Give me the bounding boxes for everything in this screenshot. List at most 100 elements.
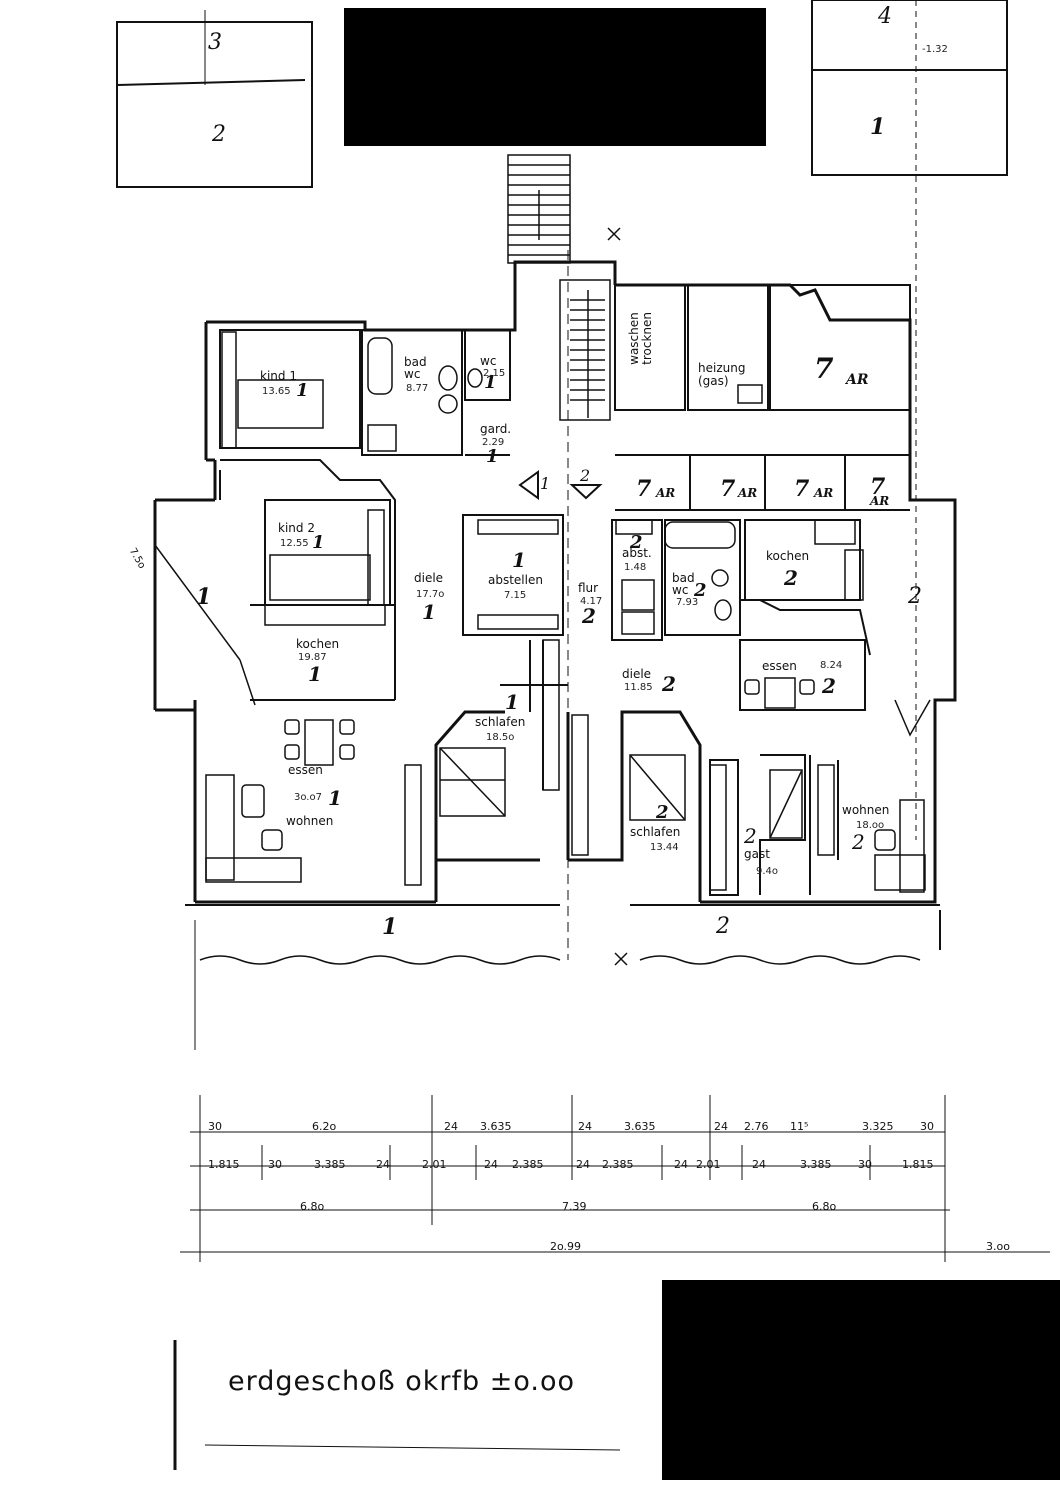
terrace (185, 904, 941, 1050)
parking-box-left (116, 10, 313, 188)
cellar-d-mark: 7 (870, 474, 886, 500)
room-wohnen-right-unit: 2 (852, 830, 865, 854)
redacted-block-bottom (662, 1280, 1060, 1480)
room-bad-right-name: bad wc (672, 571, 695, 597)
room-heizung-name: heizung (gas) (698, 361, 746, 388)
marker-left-upper: 3 (208, 30, 222, 55)
room-wc-left-name: wc (480, 354, 497, 368)
room-diele-left-area: 17.7o (416, 589, 445, 600)
room-diele-right-area: 11.85 (624, 682, 653, 693)
room-abstellen-name: abstellen (488, 573, 543, 587)
dim-r2-7: 24 (576, 1158, 590, 1171)
balcony-right (894, 699, 931, 737)
room-flur-area: 4.17 (580, 596, 603, 607)
room-wohnen-right-name: wohnen (842, 803, 890, 817)
room-abstellen-unit: 1 (512, 548, 526, 572)
room-waschen-name: waschen trocknen (627, 312, 654, 365)
stair-arrows (518, 470, 603, 500)
room-gast-name: gast (744, 847, 770, 861)
room-bad-left-name: bad wc (404, 355, 427, 381)
room-gard-area: 2.29 (482, 437, 505, 448)
room-schlafen-left-area: 18.5o (486, 732, 515, 743)
marker-left-lower: 2 (212, 122, 226, 147)
marker-right-lower: 1 (870, 114, 886, 140)
room-essen-right-unit: 2 (822, 674, 836, 698)
room-abstellen-area: 7.15 (504, 590, 527, 601)
room-abst-unit: 2 (630, 532, 643, 553)
terrace-left-unit: 1 (382, 914, 398, 940)
floor-title: erdgeschoß okrfb ±o.oo (228, 1366, 576, 1397)
room-essen-right-area: 8.24 (820, 660, 843, 671)
dim-r3-1: 7.39 (562, 1200, 587, 1213)
dim-r1-9: 3.325 (862, 1120, 894, 1133)
dining-furniture (284, 677, 815, 766)
room-gast-unit: 2 (744, 824, 757, 848)
dim-r1-6: 24 (714, 1120, 728, 1133)
room-essen-right-name: essen (762, 659, 797, 673)
room-kind2-unit: 1 (312, 532, 325, 553)
sanitary-fixtures (367, 337, 736, 635)
dim-r1-4: 24 (578, 1120, 592, 1133)
room-diele-right-unit: 2 (662, 672, 676, 696)
room-bad-left-area: 8.77 (406, 383, 429, 394)
room-diele-left-name: diele (414, 571, 444, 585)
cellar-c-mark: 7 (794, 476, 810, 502)
outer-walls (153, 260, 957, 904)
room-schlafen-right-unit: 2 (656, 802, 669, 823)
level-right: -1.32 (922, 44, 948, 55)
dim-r2-6: 2.385 (512, 1158, 544, 1171)
dim-r1-8: 11⁵ (790, 1120, 809, 1133)
room-gard-name: gard. (480, 422, 512, 436)
terrace-right-unit: 2 (716, 914, 730, 939)
room-kind1-unit: 1 (296, 380, 309, 401)
room-wohnen-right-area: 18.oo (856, 820, 885, 831)
room-kochen-left-unit: 1 (308, 662, 322, 686)
room-schlafen-left-name: schlafen (475, 715, 526, 729)
room-kochen-left-area: 19.87 (298, 652, 327, 663)
redacted-block-top (344, 8, 766, 146)
room-kind2-area: 12.55 (280, 538, 309, 549)
room-abst-area: 1.48 (624, 562, 647, 573)
balcony-left (154, 544, 256, 706)
dimension-lines (180, 1095, 1050, 1262)
dim-r2-1: 30 (268, 1158, 282, 1171)
cellar-d-ar: AR (870, 494, 890, 508)
marker-right-upper: 4 (878, 4, 892, 29)
dim-r2-0: 1.815 (208, 1158, 240, 1171)
room-diele-left-unit: 1 (422, 600, 436, 624)
room-wohnen-left-unit: 1 (328, 786, 342, 810)
dim-r1-0: 30 (208, 1120, 222, 1133)
cellar-a-ar: AR (656, 486, 676, 500)
room-kind1-name: kind 1 (260, 369, 297, 383)
entrance-ramp (507, 154, 571, 264)
dim-r1-3: 3.635 (480, 1120, 512, 1133)
dim-r2-3: 24 (376, 1158, 390, 1171)
dim-r2-11: 24 (752, 1158, 766, 1171)
room-kind1-area: 13.65 (262, 386, 291, 397)
room-schlafen-right-area: 13.44 (650, 842, 679, 853)
dim-r1-1: 6.2o (312, 1120, 337, 1133)
dim-r2-4: 2.01 (422, 1158, 447, 1171)
dim-r2-2: 3.385 (314, 1158, 346, 1171)
dim-r3-2: 6.8o (812, 1200, 837, 1213)
sofas (205, 774, 926, 893)
cellar-main-mark: 7 (814, 352, 834, 385)
room-diele-right-name: diele (622, 667, 652, 681)
room-gast-area: 9.4o (756, 866, 779, 877)
dim-r2-13: 30 (858, 1158, 872, 1171)
balcony-left-unit: 1 (196, 584, 212, 610)
room-essen-left-name: essen (288, 763, 323, 777)
room-kochen-left-name: kochen (296, 637, 340, 651)
room-wohnen-left-area: 3o.o7 (294, 792, 322, 803)
room-abst-name: abst. (622, 546, 652, 560)
dim-r1-10: 30 (920, 1120, 934, 1133)
dim-r2-8: 2.385 (602, 1158, 634, 1171)
dim-r1-7: 2.76 (744, 1120, 769, 1133)
room-wc-left-unit: 1 (484, 372, 497, 393)
dim-r2-9: 24 (674, 1158, 688, 1171)
room-wc-left-area: 2.15 (483, 368, 506, 379)
stair-mark-2: 2 (580, 466, 591, 485)
cellar-c-ar: AR (814, 486, 834, 500)
cellar-a-mark: 7 (636, 476, 652, 502)
staircase (559, 279, 611, 421)
